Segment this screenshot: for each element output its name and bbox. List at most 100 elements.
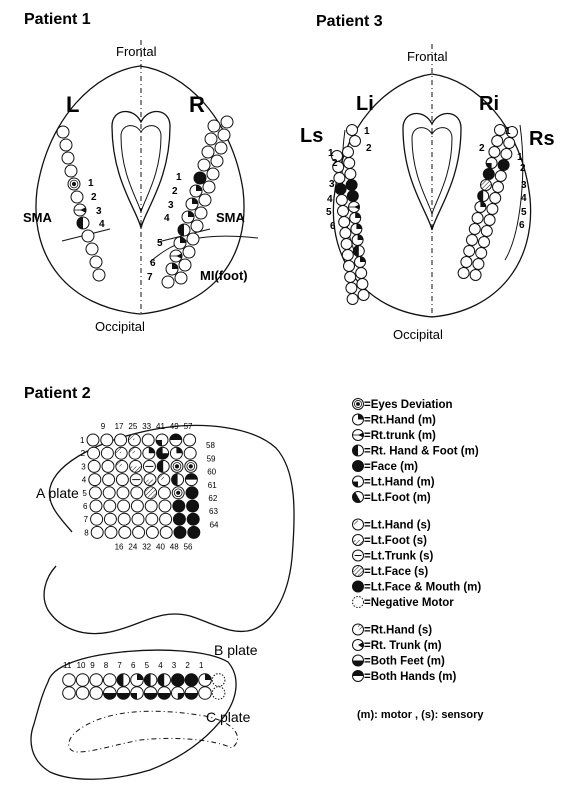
patient3-rs-label: Rs [529,128,555,150]
p3-right-electrode-number: 1 [505,126,511,137]
grid-electrode [116,474,128,486]
b-plate-electrode [212,674,225,687]
grid-electrode [130,460,142,472]
grid-electrode [117,487,129,499]
b-plate-electrode [131,674,144,687]
patient1-sma-right-label: SMA [216,210,246,225]
p3-right-electrode-outer [487,204,498,215]
p3-left-electrode-number: 6 [330,221,336,232]
patient1-panel: Patient 1 Frontal Occipital L R SMA SMA … [23,11,258,334]
p1-right-electrode-inner [170,250,182,262]
grid-electrode [133,526,145,538]
strip-number: 10 [77,661,86,670]
p3-left-electrode-inner [343,147,354,158]
grid-left-number: 3 [81,462,86,471]
grid-electrode [157,447,169,459]
legend-symbol [353,655,364,666]
p1-right-electrode-outer [183,246,195,258]
p3-left-electrode-inner [355,257,366,268]
legend-symbol [353,492,364,503]
p3-right-electrode-number: 3 [521,180,527,191]
p3-left-electrode-inner [349,202,360,213]
legend-symbol [353,597,364,608]
grid-top-number: 25 [128,422,137,431]
grid-left-number: 6 [83,502,88,511]
strip-number: 2 [185,661,190,670]
p3-left-electrode-outer [345,272,356,283]
p3-right-electrode-outer [493,182,504,193]
p1-left-electrode [77,217,89,229]
p1-right-electrode-number: 1 [176,172,182,183]
grid-electrode [187,513,199,525]
grid-electrode [185,460,197,472]
patient3-title: Patient 3 [316,13,383,30]
legend-label: =Eyes Deviation [364,399,453,411]
p3-left-electrode-inner [350,136,361,147]
grid-electrode [87,434,99,446]
p1-left-electrode-number: 4 [99,219,105,230]
p1-right-electrode-inner [205,133,217,145]
b-plate-electrode [172,674,185,687]
p1-left-electrode [71,191,83,203]
patient2-corpus-callosum [69,711,238,752]
p1-right-electrode-number: 3 [168,200,174,211]
grid-electrode [174,526,186,538]
legend-item: =Both Hands (m) [353,671,457,684]
grid-top-number: 41 [156,422,165,431]
b-plate-electrode [185,674,198,687]
grid-electrode [103,487,115,499]
p1-left-electrode [82,230,94,242]
c-plate-electrode [158,687,171,700]
p1-right-electrode-outer [215,142,227,154]
p1-right-electrode-number: 4 [164,213,170,224]
b-plate-electrode [63,674,76,687]
grid-top-number: 17 [115,422,124,431]
p1-right-electrode-inner [202,146,214,158]
legend-item: =Negative Motor [353,597,455,610]
patient1-frontal-label: Frontal [116,44,157,59]
p1-left-electrode-number: 3 [96,206,102,217]
legend-label: =Rt.trunk (m) [364,430,436,442]
grid-left-number: 5 [82,489,87,498]
grid-electrode [129,447,141,459]
p3-left-electrode-inner [353,246,364,257]
grid-electrode [173,513,185,525]
grid-right-number: 59 [207,454,216,463]
grid-electrode [88,447,100,459]
c-plate-electrode [185,687,198,700]
grid-electrode [170,447,182,459]
p1-right-electrode-inner [166,263,178,275]
grid-electrode [118,513,130,525]
legend-item: =Lt.Hand (m) [353,476,435,489]
p3-left-electrode-outer [344,261,355,272]
p3-left-electrode-outer [341,239,352,250]
p1-right-electrode-number: 5 [157,238,163,249]
p1-right-electrode-number: 7 [147,272,153,283]
legend-label: =Rt.Hand (s) [364,625,432,637]
legend-symbol [353,640,364,651]
p3-right-electrode-inner [483,169,494,180]
grid-left-number: 2 [81,449,86,458]
legend-item: =Lt.Foot (m) [353,492,431,505]
p3-left-electrode-inner [347,125,358,136]
p3-left-electrode-outer [342,250,353,261]
grid-bottom-number: 48 [170,543,179,552]
grid-electrode [143,447,155,459]
legend-symbol [353,445,364,456]
p1-left-electrode-number: 1 [88,178,94,189]
grid-right-number: 60 [207,468,216,477]
legend-item: =Lt.Trunk (s) [353,550,434,563]
strip-number: 5 [145,661,150,670]
p3-left-electrode-outer [339,217,350,228]
p3-left-electrode-outer [346,283,357,294]
legend-item: =Rt. Trunk (m) [353,640,442,653]
grid-electrode [115,447,127,459]
p3-right-electrode-inner [492,136,503,147]
patient1-ml-foot-label: MI(foot) [200,268,248,283]
c-plate-electrode [76,687,89,700]
legend-item: =Rt.trunk (m) [353,430,437,443]
grid-electrode [102,460,114,472]
legend-symbol [353,519,364,530]
legend-label: =Rt. Hand & Foot (m) [364,446,479,458]
legend-label: =Lt.Hand (s) [364,520,431,532]
